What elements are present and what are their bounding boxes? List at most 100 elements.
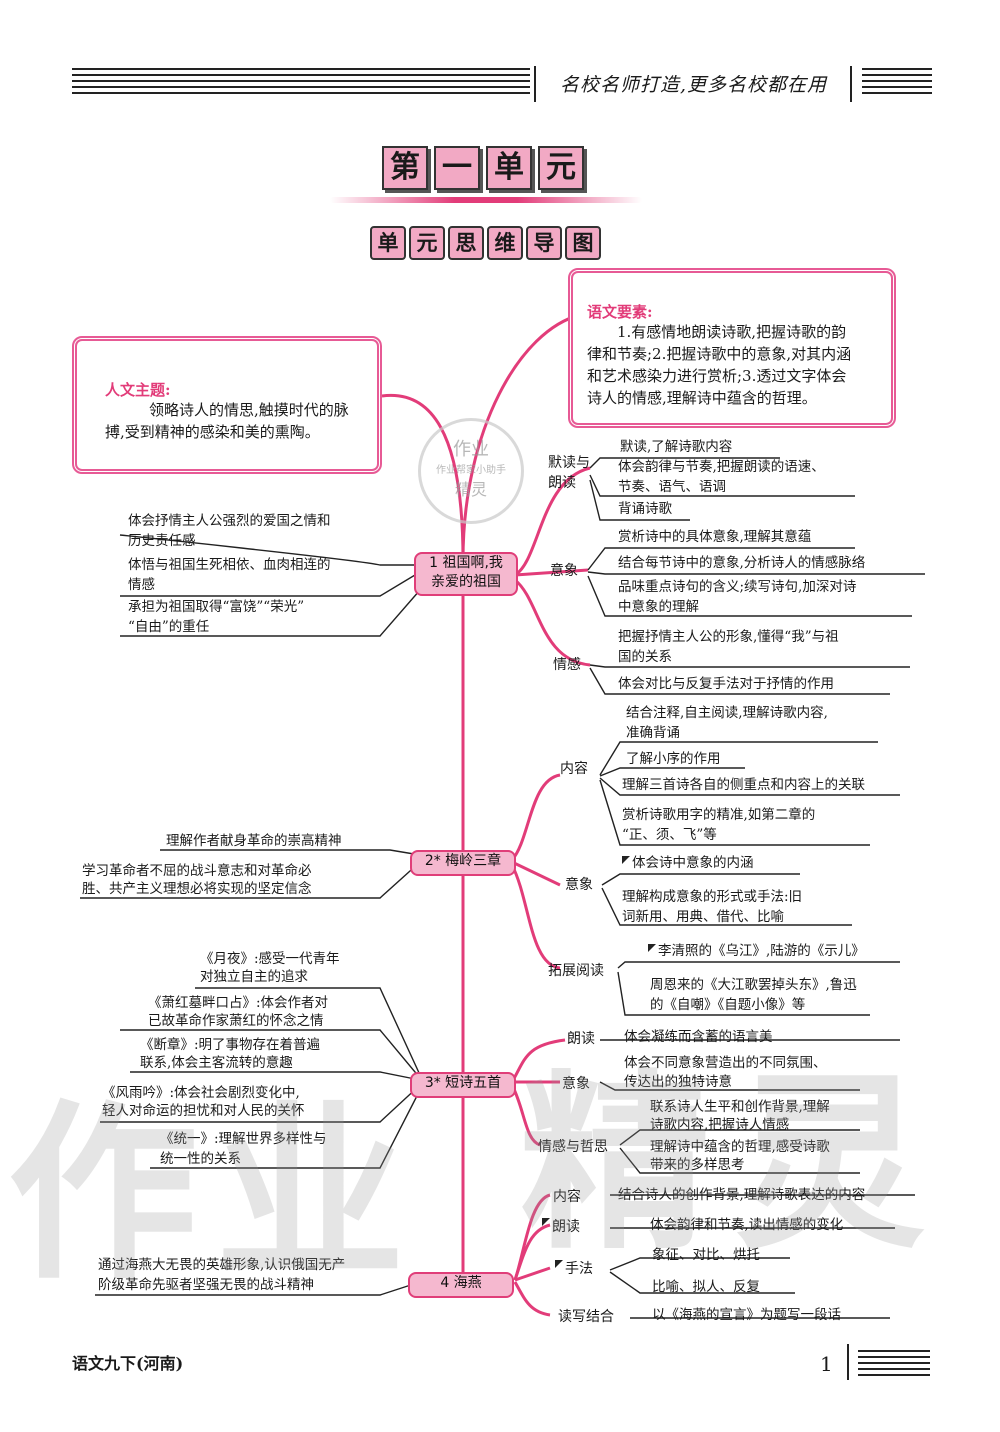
- lesson2-branch-label: 意象: [565, 877, 593, 893]
- lesson4-item: 体会韵律和节奏,读出情感的变化: [650, 1217, 844, 1233]
- lesson1-item: 体会韵律与节奏,把握朗读的语速、: [618, 459, 825, 475]
- subtitle-char: 图: [565, 226, 601, 260]
- lesson2-item: 结合注释,自主阅读,理解诗歌内容,: [626, 705, 828, 721]
- language-label: 语文要素:: [587, 303, 653, 321]
- lesson1-branch-label: 默读与: [548, 455, 590, 471]
- title-char: 元: [538, 146, 584, 190]
- lesson3-left-text: 《萧红墓畔口占》:体会作者对: [148, 995, 329, 1011]
- lesson3-left-text: 轻人对命运的担忧和对人民的关怀: [102, 1103, 305, 1119]
- lesson3-left-text: 《月夜》:感受一代青年: [200, 951, 340, 967]
- lesson1-item: 体会对比与反复手法对于抒情的作用: [618, 676, 834, 692]
- subtitle-char: 思: [448, 226, 484, 260]
- stamp-line: 精灵: [454, 480, 487, 499]
- unit-title: 第 一 单 元: [382, 146, 584, 190]
- lesson2-item: 的《自嘲》《自题小像》等: [650, 997, 806, 1013]
- lesson3-branch-label: 意象: [562, 1076, 590, 1092]
- language-line: 1.有感情地朗读诗歌,把握诗歌的韵: [617, 323, 847, 341]
- lesson4-item: 象征、对比、烘托: [652, 1247, 760, 1263]
- flag-icon: [648, 944, 656, 952]
- lesson2-item: “正、须、飞”等: [622, 827, 717, 843]
- lesson1-branch-label: 意象: [550, 563, 578, 579]
- lesson1-left-text: 承担为祖国取得“富饶”“荣光”: [128, 599, 305, 615]
- lesson1-left-text: 情感: [128, 577, 155, 593]
- lesson1-item: 把握抒情主人公的形象,懂得“我”与祖: [618, 629, 839, 645]
- subtitle-char: 单: [370, 226, 406, 260]
- lesson1-left-text: 体悟与祖国生死相依、血肉相连的: [128, 557, 331, 573]
- lesson3-item: 带来的多样思考: [650, 1157, 745, 1173]
- lesson3-item: 诗歌内容,把握诗人情感: [650, 1117, 790, 1133]
- lesson-node-1: 1 祖国啊,我 亲爱的祖国: [414, 552, 518, 596]
- lesson4-left-text: 阶级革命先驱者坚强无畏的战斗精神: [98, 1277, 314, 1293]
- lesson3-left-text: 已故革命作家萧红的怀念之情: [148, 1013, 324, 1029]
- footer-rule: [858, 1350, 930, 1380]
- header-slogan: 名校名师打造,更多名校都在用: [560, 74, 828, 96]
- lesson4-left-text: 通过海燕大无畏的英雄形象,认识俄国无产: [98, 1257, 346, 1273]
- language-line: 诗人的情感,理解诗中蕴含的哲理。: [587, 389, 817, 407]
- lesson1-item: 中意象的理解: [618, 599, 699, 615]
- language-line: 和艺术感染力进行赏析;3.透过文字体会: [587, 367, 847, 385]
- lesson1-left-text: 体会抒情主人公强烈的爱国之情和: [128, 513, 331, 529]
- stamp-logo: 作业 作业帮家小助手 精灵: [418, 418, 524, 524]
- header-divider: [534, 66, 536, 102]
- lesson4-branch-label: 内容: [553, 1189, 581, 1205]
- watermark-char: 灵: [735, 1054, 926, 1275]
- lesson4-item: 比喻、拟人、反复: [652, 1279, 760, 1295]
- humanistic-text: 搏,受到精神的感染和美的熏陶。: [105, 423, 320, 441]
- lesson4-item: 以《海燕的宣言》为题写一段话: [652, 1307, 841, 1323]
- lesson3-left-text: 对独立自主的追求: [200, 969, 308, 985]
- lesson1-item: 赏析诗中的具体意象,理解其意蕴: [618, 529, 812, 545]
- flag-icon: [542, 1218, 550, 1226]
- lesson-node-4: 4 海燕: [408, 1272, 514, 1298]
- lesson-node-line: 1 祖国啊,我: [429, 555, 503, 571]
- lesson4-branch-text: 手法: [565, 1261, 593, 1277]
- lesson-node-2: 2* 梅岭三章: [410, 850, 516, 876]
- lesson3-item: 体会凝练而含蓄的语言美: [624, 1029, 773, 1045]
- lesson4-branch-label: 读写结合: [558, 1309, 614, 1325]
- lesson1-branch-label: 情感: [553, 657, 581, 673]
- lesson2-item: 李清照的《乌江》,陆游的《示儿》: [648, 942, 865, 961]
- lesson2-item: 理解三首诗各自的侧重点和内容上的关联: [622, 777, 865, 793]
- lesson2-branch-label: 内容: [560, 761, 588, 777]
- lesson3-item: 理解诗中蕴含的哲理,感受诗歌: [650, 1139, 830, 1155]
- lesson3-branch-label: 情感与哲思: [538, 1139, 608, 1155]
- lesson3-branch-label: 朗读: [567, 1031, 595, 1047]
- lesson1-branch-label: 朗读: [548, 475, 576, 491]
- lesson4-branch-label: 手法: [555, 1258, 593, 1278]
- title-underline: [330, 197, 642, 203]
- lesson3-item: 传达出的独特诗意: [624, 1074, 732, 1090]
- lesson3-left-text: 《断章》:明了事物存在着普遍: [140, 1037, 321, 1053]
- lesson4-item: 结合诗人的创作背景,理解诗歌表达的内容: [618, 1187, 866, 1203]
- lesson2-item: 理解构成意象的形式或手法:旧: [622, 889, 803, 905]
- lesson3-left-text: 统一性的关系: [160, 1151, 241, 1167]
- watermark-char: 作: [8, 1084, 199, 1305]
- page-number: 1: [820, 1352, 833, 1376]
- lesson2-branch-label: 拓展阅读: [548, 963, 604, 979]
- lesson1-item: 国的关系: [618, 649, 672, 665]
- title-char: 第: [382, 146, 428, 190]
- lesson2-item-text: 体会诗中意象的内涵: [632, 855, 754, 871]
- lesson2-item: 了解小序的作用: [626, 751, 721, 767]
- lesson-node-line: 亲爱的祖国: [431, 574, 501, 590]
- humanistic-label: 人文主题:: [105, 381, 171, 399]
- lesson1-left-text: “自由”的重任: [128, 619, 210, 635]
- title-char: 一: [434, 146, 480, 190]
- humanistic-text: 领略诗人的情思,触摸时代的脉: [149, 401, 349, 419]
- lesson3-item: 联系诗人生平和创作背景,理解: [650, 1099, 830, 1115]
- lesson2-left-text: 学习革命者不屈的战斗意志和对革命必: [82, 863, 312, 879]
- lesson2-item: 体会诗中意象的内涵: [622, 854, 754, 873]
- lesson4-branch-label: 朗读: [542, 1216, 580, 1236]
- lesson1-left-text: 历史责任感: [128, 533, 196, 549]
- flag-icon: [622, 856, 630, 864]
- lesson3-left-text: 《统一》:理解世界多样性与: [160, 1131, 327, 1147]
- lesson1-item: 节奏、语气、语调: [618, 479, 726, 495]
- lesson2-left-text: 胜、共产主义理想必将实现的坚定信念: [82, 881, 312, 897]
- lesson2-item: 词新用、用典、借代、比喻: [622, 909, 784, 925]
- language-elements-box: 语文要素: 1.有感情地朗读诗歌,把握诗歌的韵 律和节奏;2.把握诗歌中的意象,…: [568, 268, 896, 428]
- footer-divider: [847, 1344, 849, 1380]
- lesson2-item: 赏析诗歌用字的精准,如第二章的: [622, 807, 816, 823]
- subtitle-char: 元: [409, 226, 445, 260]
- unit-subtitle: 单 元 思 维 导 图: [370, 226, 601, 260]
- lesson1-item: 默读,了解诗歌内容: [620, 439, 733, 455]
- lesson2-item: 周恩来的《大江歌罢掉头东》,鲁迅: [650, 977, 857, 993]
